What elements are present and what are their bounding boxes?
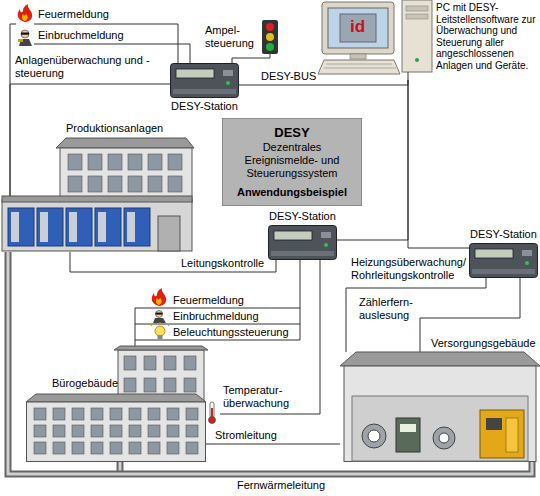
control-pc: PC mit DESY-Leitstellensoftware zur Über… <box>318 0 540 80</box>
connector <box>70 252 276 272</box>
connector <box>206 444 340 445</box>
traffic-light <box>262 20 278 54</box>
connector <box>408 80 469 248</box>
wire <box>232 54 270 63</box>
wire <box>135 308 300 309</box>
signal-label: Einbruchmeldung <box>37 29 125 41</box>
fire-icon <box>152 288 166 306</box>
office-building-drawing <box>26 346 206 462</box>
title-box: DESYDezentrales Ereignismelde- und Steue… <box>222 118 362 206</box>
signal-label: Einbruchmeldung <box>172 310 260 322</box>
node-label: DESY-Station <box>171 100 238 113</box>
screen-logo: id <box>349 17 366 37</box>
signal-label: Ampel- steuerung <box>204 24 255 50</box>
node-label: DESY-Station <box>269 210 336 223</box>
edge-label: Stromleitung <box>214 429 278 441</box>
signal-label: Feuermeldung <box>37 8 110 20</box>
thermometer-icon <box>209 402 216 424</box>
caption-text: Anwendungsbeispiel <box>227 186 357 199</box>
production-building-drawing <box>0 122 194 252</box>
edge-label: Leitungskontrolle <box>180 257 265 269</box>
fire-icon <box>18 4 32 22</box>
desy-station: DESY-Station <box>170 63 239 113</box>
edge-label: Fernwärmeleitung <box>236 479 326 491</box>
connector <box>135 260 300 346</box>
node-label: PC mit DESY-Leitstellensoftware zur Über… <box>436 2 538 71</box>
signal-label: Beleuchtungssteuerung <box>172 326 290 338</box>
desy-station: DESY-Station <box>469 228 538 278</box>
node-label: Bürogebäude <box>52 377 118 390</box>
supply-building-drawing <box>340 336 540 462</box>
supply-building: Versorgungsgebäude <box>340 336 540 462</box>
signal-label: Zählerfern- auslesung <box>358 296 414 322</box>
title-text: DESY <box>227 125 357 141</box>
node-label: Produktionsanlagen <box>66 122 163 135</box>
signal-label: Feuermeldung <box>172 294 245 306</box>
desy-station: DESY-Station <box>268 210 337 260</box>
node-label: DESY-Station <box>470 228 537 241</box>
burglar-icon <box>153 311 166 324</box>
production-building: Produktionsanlagen <box>0 122 194 252</box>
node-label: Versorgungsgebäude <box>431 337 536 350</box>
signal-label: Heizungsüberwachung/ Rohrleitungskontrol… <box>350 256 467 282</box>
signal-label: Temperatur- überwachung <box>222 384 290 410</box>
edge-label: Anlagenüberwachung und -steuerung <box>14 54 166 80</box>
subtitle-text: Dezentrales Ereignismelde- und Steuerung… <box>227 141 357 180</box>
light-bulb-icon <box>150 322 170 339</box>
office-building: Bürogebäude <box>26 346 206 462</box>
wire <box>10 24 16 200</box>
wire <box>135 308 136 340</box>
edge-label: DESY-BUS <box>260 70 317 82</box>
burglar-icon <box>18 30 32 46</box>
